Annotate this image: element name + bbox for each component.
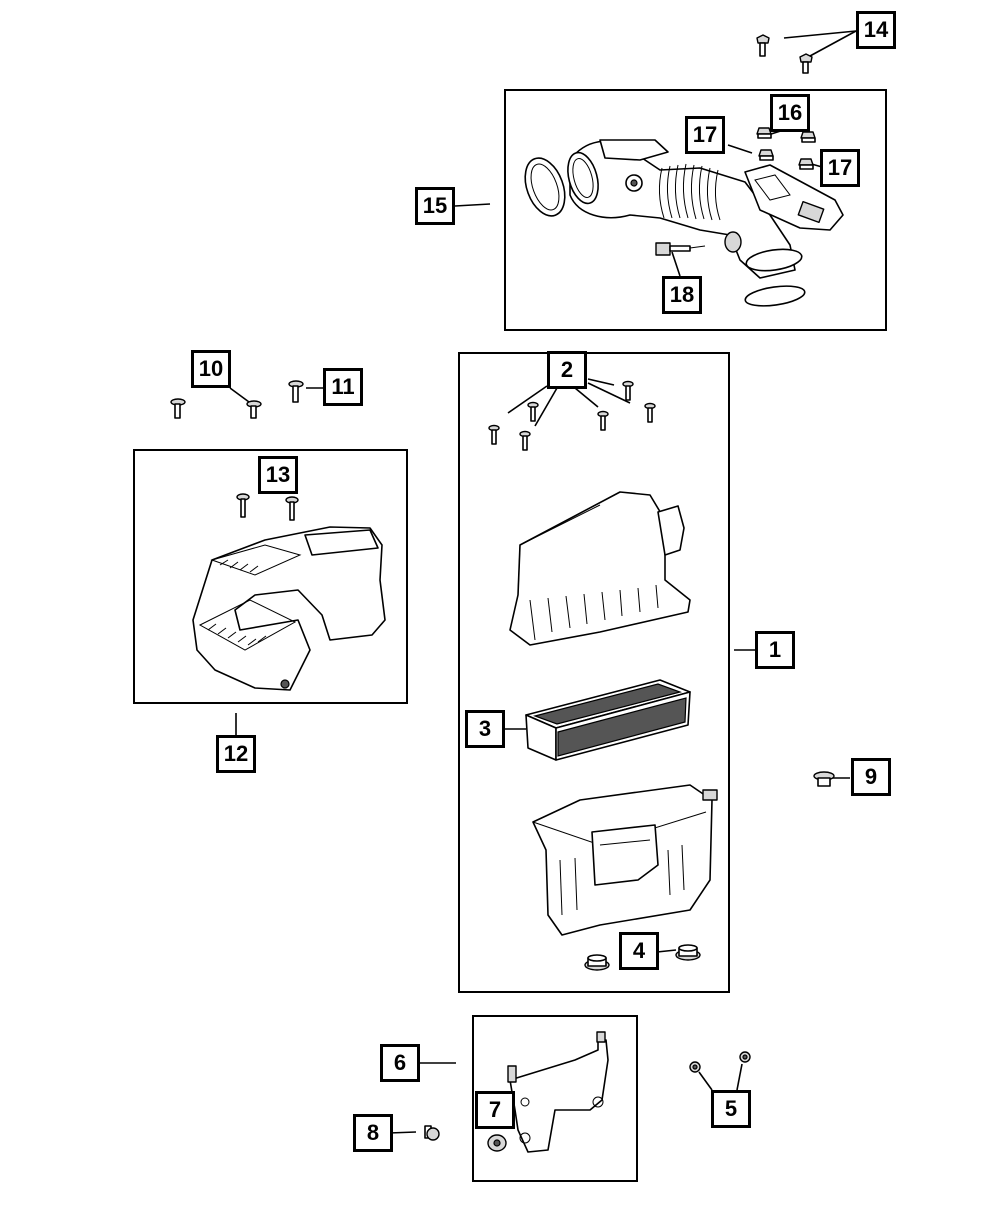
nut-icon	[798, 158, 814, 170]
bolt-icon	[799, 53, 813, 74]
resonator-frame	[133, 449, 408, 704]
air-filter-element	[525, 679, 691, 761]
bracket-frame	[472, 1015, 638, 1182]
nut-icon	[689, 1061, 701, 1073]
callout-13: 13	[258, 456, 298, 494]
callout-12: 12	[216, 735, 256, 773]
resonator-duct	[192, 526, 386, 691]
air-cleaner-housing	[532, 784, 718, 936]
stud-icon	[424, 1125, 440, 1141]
screw-icon	[519, 430, 531, 451]
callout-17: 17	[685, 116, 725, 154]
screw-icon	[246, 400, 262, 419]
callout-9: 9	[851, 758, 891, 796]
screw-icon	[597, 410, 609, 431]
callout-14: 14	[856, 11, 896, 49]
callout-16: 16	[770, 94, 810, 132]
callout-8: 8	[353, 1114, 393, 1152]
callout-15: 15	[415, 187, 455, 225]
intake-hose-assembly	[524, 139, 844, 307]
air-cleaner-cover	[509, 491, 691, 646]
screw-icon	[644, 402, 656, 423]
screw-icon	[527, 401, 539, 422]
nut-icon	[739, 1051, 751, 1063]
nut-icon	[800, 131, 816, 143]
screw-icon	[236, 493, 250, 518]
screw-icon	[285, 496, 299, 521]
screw-icon	[288, 380, 304, 403]
grommet-icon	[487, 1134, 507, 1152]
callout-1: 1	[755, 631, 795, 669]
screw-icon	[170, 398, 186, 419]
grommet-icon	[813, 771, 835, 787]
grommet-icon	[584, 954, 610, 971]
callout-18: 18	[662, 276, 702, 314]
sensor-icon	[655, 242, 706, 256]
callout-5: 5	[711, 1090, 751, 1128]
air-cleaner-frame	[458, 352, 730, 993]
callout-6: 6	[380, 1044, 420, 1082]
nut-icon	[756, 127, 772, 139]
callout-7: 7	[475, 1091, 515, 1129]
screw-icon	[488, 424, 500, 445]
callout-17: 17	[820, 149, 860, 187]
callout-11: 11	[323, 368, 363, 406]
grommet-icon	[675, 944, 701, 961]
callout-4: 4	[619, 932, 659, 970]
callout-2: 2	[547, 351, 587, 389]
callout-10: 10	[191, 350, 231, 388]
bolt-icon	[756, 34, 770, 57]
nut-icon	[758, 149, 774, 161]
screw-icon	[622, 380, 634, 401]
mounting-bracket	[507, 1031, 609, 1153]
callout-3: 3	[465, 710, 505, 748]
intake-hose-frame	[504, 89, 887, 331]
